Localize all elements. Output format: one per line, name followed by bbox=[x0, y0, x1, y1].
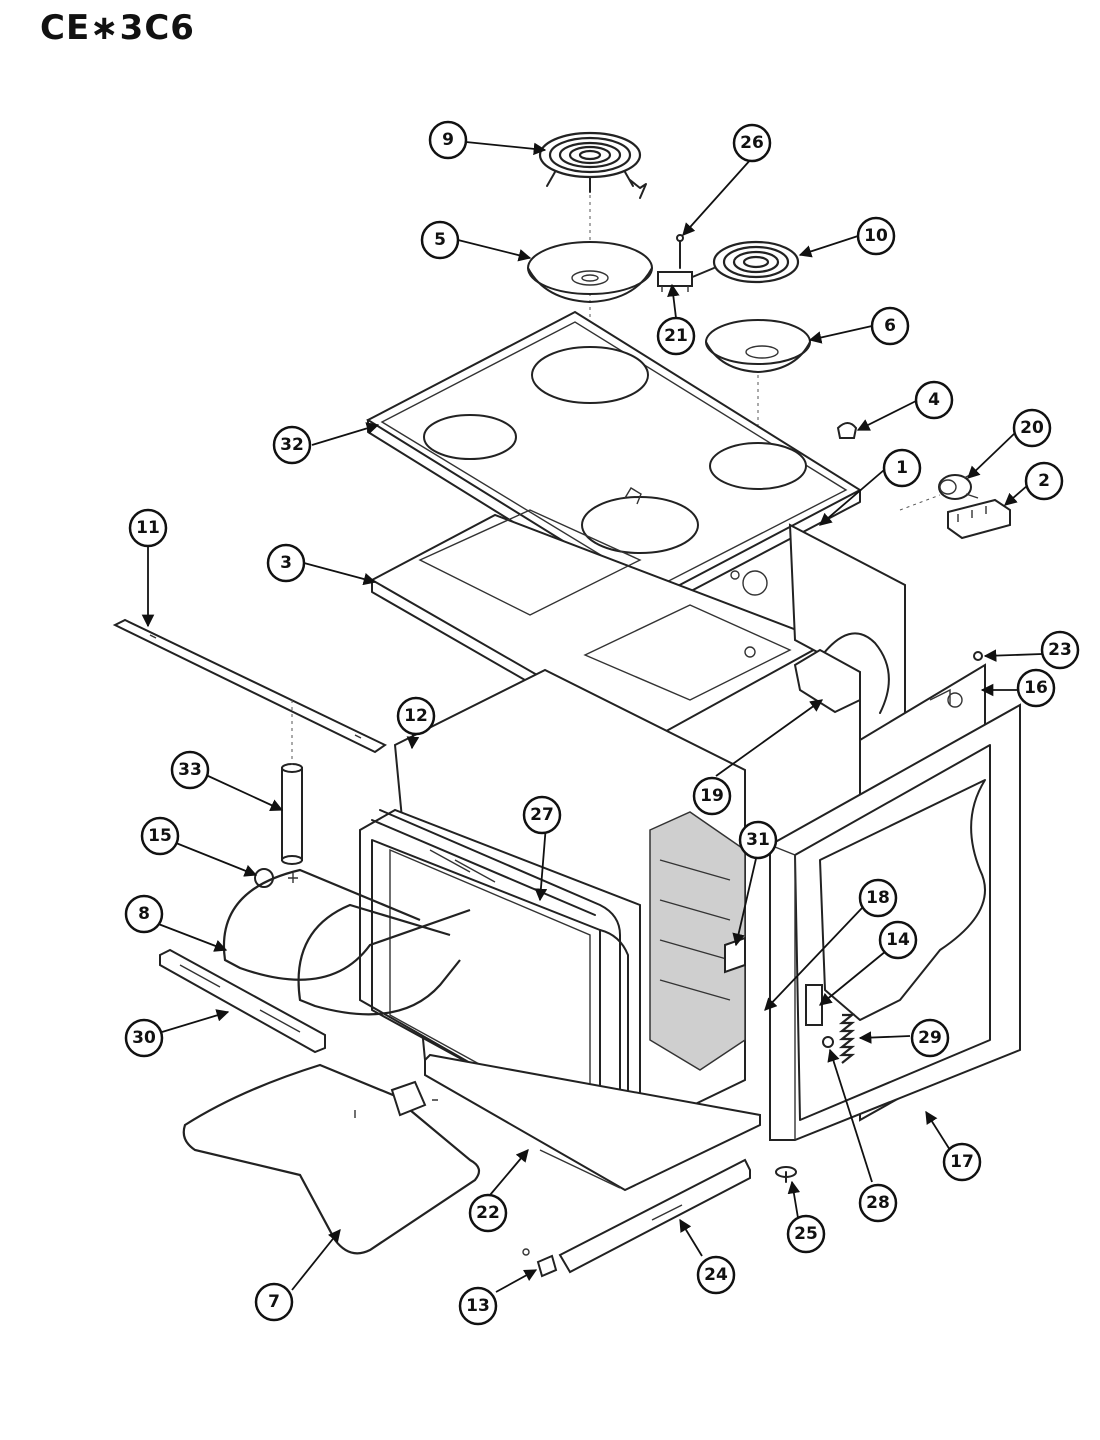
callout-31: 31 bbox=[738, 820, 778, 860]
callout-label: 32 bbox=[280, 435, 304, 455]
callout-label: 26 bbox=[740, 133, 764, 153]
callout-label: 12 bbox=[404, 706, 428, 726]
door-gasket bbox=[371, 809, 621, 1131]
callout-15: 15 bbox=[140, 816, 180, 856]
callout-25: 25 bbox=[786, 1214, 826, 1254]
callout-label: 1 bbox=[896, 458, 908, 478]
callout-2: 2 bbox=[1024, 461, 1064, 501]
callout-3: 3 bbox=[266, 543, 306, 583]
small-surface-element bbox=[689, 240, 800, 284]
callout-6: 6 bbox=[870, 306, 910, 346]
callout-26: 26 bbox=[732, 123, 772, 163]
callout-13: 13 bbox=[458, 1286, 498, 1326]
oven-bottom bbox=[424, 1053, 761, 1192]
leveling-leg bbox=[775, 1166, 797, 1183]
callout-label: 2 bbox=[1038, 471, 1050, 491]
callout-label: 24 bbox=[704, 1265, 728, 1285]
callout-label: 8 bbox=[138, 904, 150, 924]
page-title: CE∗3C6 bbox=[40, 8, 195, 48]
callout-label: 30 bbox=[132, 1028, 156, 1048]
element-shield bbox=[159, 948, 326, 1054]
callout-label: 15 bbox=[148, 826, 172, 846]
element-receptacle bbox=[657, 271, 693, 292]
callout-label: 11 bbox=[136, 518, 160, 538]
large-drip-bowl bbox=[527, 241, 653, 303]
top-support-bracket bbox=[793, 648, 861, 714]
callout-label: 6 bbox=[884, 316, 896, 336]
callout-label: 5 bbox=[434, 230, 446, 250]
cooktop-clip bbox=[836, 422, 858, 439]
callout-5: 5 bbox=[420, 220, 460, 260]
callout-10: 10 bbox=[856, 216, 896, 256]
callout-14: 14 bbox=[878, 920, 918, 960]
callout-33: 33 bbox=[170, 750, 210, 790]
callout-label: 27 bbox=[530, 805, 554, 825]
broil-element bbox=[222, 868, 471, 1016]
toe-kick bbox=[558, 1158, 751, 1274]
callout-label: 9 bbox=[442, 130, 454, 150]
callout-label: 3 bbox=[280, 553, 292, 573]
callout-32: 32 bbox=[272, 425, 312, 465]
receptacle-screw bbox=[676, 234, 684, 269]
callout-label: 4 bbox=[928, 390, 940, 410]
callout-27: 27 bbox=[522, 795, 562, 835]
callout-label: 28 bbox=[866, 1193, 890, 1213]
callout-12: 12 bbox=[396, 696, 436, 736]
callout-label: 13 bbox=[466, 1296, 490, 1316]
callout-7: 7 bbox=[254, 1282, 294, 1322]
callout-18: 18 bbox=[858, 878, 898, 918]
callout-24: 24 bbox=[696, 1255, 736, 1295]
callout-28: 28 bbox=[858, 1183, 898, 1223]
callout-1: 1 bbox=[882, 448, 922, 488]
callout-9: 9 bbox=[428, 120, 468, 160]
toe-kick-clip bbox=[522, 1248, 558, 1278]
cooktop bbox=[365, 310, 863, 611]
callout-label: 7 bbox=[268, 1292, 280, 1312]
callout-label: 22 bbox=[476, 1203, 500, 1223]
callout-16: 16 bbox=[1016, 668, 1056, 708]
callout-label: 19 bbox=[700, 786, 724, 806]
callout-label: 25 bbox=[794, 1224, 818, 1244]
callout-label: 31 bbox=[746, 830, 770, 850]
callout-21: 21 bbox=[656, 316, 696, 356]
callout-label: 16 bbox=[1024, 678, 1048, 698]
insulation-tube bbox=[281, 763, 303, 865]
callout-19: 19 bbox=[692, 776, 732, 816]
screw-23 bbox=[973, 651, 983, 661]
callout-label: 29 bbox=[918, 1028, 942, 1048]
callout-22: 22 bbox=[468, 1193, 508, 1233]
callout-label: 23 bbox=[1048, 640, 1072, 660]
callout-label: 17 bbox=[950, 1152, 974, 1172]
door-spring bbox=[838, 1013, 856, 1064]
large-surface-element bbox=[538, 131, 647, 199]
callout-30: 30 bbox=[124, 1018, 164, 1058]
leader-lines bbox=[141, 141, 1043, 1293]
callout-label: 33 bbox=[178, 760, 202, 780]
callout-11: 11 bbox=[128, 508, 168, 548]
screw bbox=[822, 1036, 834, 1048]
small-drip-bowl bbox=[705, 319, 811, 373]
left-side-trim bbox=[112, 618, 387, 754]
callout-17: 17 bbox=[942, 1142, 982, 1182]
callout-label: 10 bbox=[864, 226, 888, 246]
door-hinge-receptacle bbox=[805, 984, 823, 1026]
infinite-switch bbox=[938, 471, 979, 500]
callout-29: 29 bbox=[910, 1018, 950, 1058]
latch-bracket bbox=[724, 936, 746, 974]
callout-label: 20 bbox=[1020, 418, 1044, 438]
callout-23: 23 bbox=[1040, 630, 1080, 670]
callout-label: 18 bbox=[866, 888, 890, 908]
callout-label: 21 bbox=[664, 326, 688, 346]
terminal-block bbox=[947, 498, 1011, 540]
callout-4: 4 bbox=[914, 380, 954, 420]
oven-insulation bbox=[649, 811, 746, 1071]
bake-element bbox=[182, 1063, 481, 1255]
callout-20: 20 bbox=[1012, 408, 1052, 448]
callout-8: 8 bbox=[124, 894, 164, 934]
callout-label: 14 bbox=[886, 930, 910, 950]
